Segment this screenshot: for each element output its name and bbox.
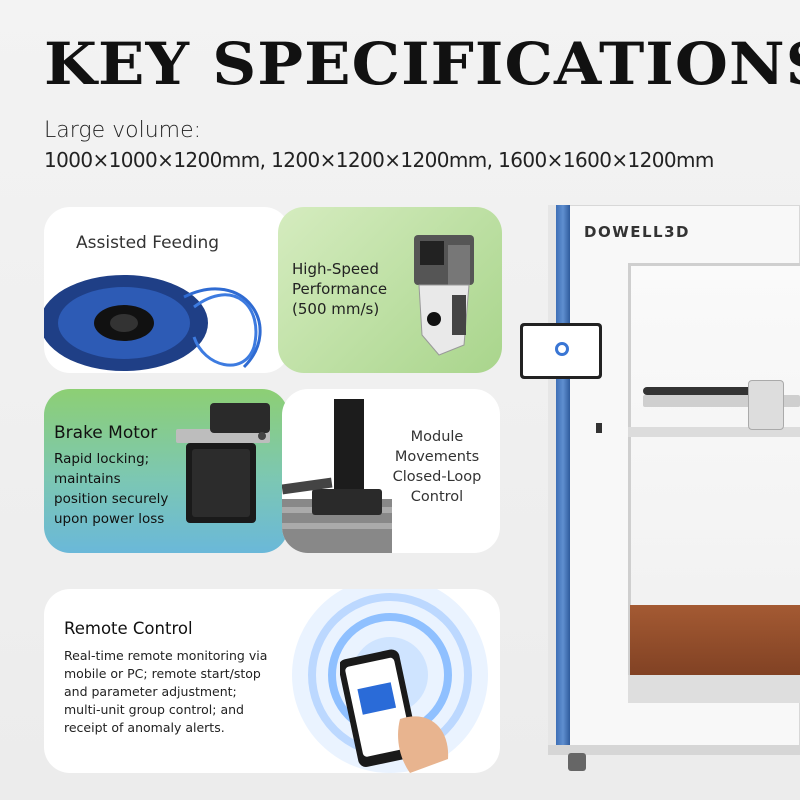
brake-desc-1: Rapid locking;	[54, 451, 150, 467]
remote-desc-1: Real-time remote monitoring via	[64, 648, 268, 663]
feeding-title: Assisted Feeding	[76, 233, 220, 253]
module-card: Module Movements Closed-Loop Control	[282, 389, 500, 553]
smartphone-icon	[340, 649, 449, 773]
printer-brand: DOWELL3D	[584, 223, 690, 241]
module-line-4: Control	[410, 489, 464, 505]
remote-desc-5: receipt of anomaly alerts.	[64, 720, 225, 735]
brake-desc-3: position securely	[54, 491, 169, 507]
brake-desc-2: maintains	[54, 471, 121, 487]
printer-head	[748, 380, 784, 430]
printer-image: DOWELL3D	[520, 205, 800, 775]
print-bed	[630, 605, 800, 683]
printer-touchscreen	[520, 323, 602, 379]
remote-desc-3: and parameter adjustment;	[64, 684, 237, 699]
module-line-3: Closed-Loop	[392, 469, 482, 485]
speed-title-2: Performance	[292, 280, 388, 298]
feeding-card: Assisted Feeding	[44, 207, 290, 373]
brake-title: Brake Motor	[54, 423, 158, 443]
module-line-1: Module	[410, 429, 464, 445]
speed-title-1: High-Speed	[292, 260, 379, 278]
brake-card: Brake Motor Rapid locking; maintains pos…	[44, 389, 288, 553]
remote-card: Remote Control Real-time remote monitori…	[44, 589, 500, 773]
print-head-icon	[414, 235, 474, 356]
page-title: KEY SPECIFICATIONS	[44, 30, 800, 98]
volume-label: Large volume:	[44, 118, 202, 143]
speed-title-3: (500 mm/s)	[292, 300, 380, 318]
brake-desc-4: upon power loss	[54, 511, 165, 527]
stepper-motor-icon	[176, 403, 270, 523]
remote-title: Remote Control	[64, 619, 193, 638]
linear-module-icon	[282, 399, 392, 553]
remote-desc-4: multi-unit group control; and	[64, 702, 244, 717]
module-line-2: Movements	[394, 449, 480, 465]
volume-sizes: 1000×1000×1200mm, 1200×1200×1200mm, 1600…	[44, 148, 714, 172]
remote-desc-2: mobile or PC; remote start/stop	[64, 666, 261, 681]
speed-card: High-Speed Performance (500 mm/s)	[278, 207, 502, 373]
filament-spool-icon	[44, 275, 262, 371]
